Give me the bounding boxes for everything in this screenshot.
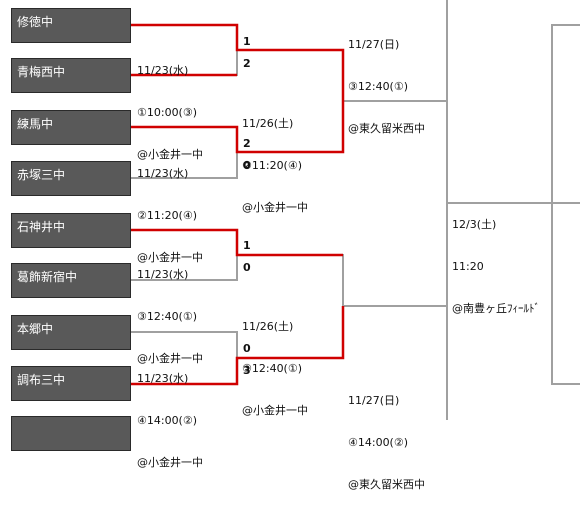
score: 2 <box>243 57 251 70</box>
game-info: 11/23(水) ③12:40(①) @小金井一中 <box>137 240 203 380</box>
score: 1 <box>243 35 251 48</box>
score: 0 <box>243 159 251 172</box>
team-box[interactable]: 赤塚三中 <box>11 161 131 196</box>
game-slot: ③12:40(①) <box>348 80 409 93</box>
game-venue: @小金井一中 <box>137 352 203 365</box>
game-info: 11/23(水) ①10:00(③) @小金井一中 <box>137 36 203 176</box>
game-slot: ④14:00(②) <box>348 436 409 449</box>
game-info: 11/27(日) ④14:00(②) @東久留米西中 <box>348 366 425 506</box>
game-venue: @東久留米西中 <box>348 122 425 135</box>
game-slot: ③12:40(①) <box>242 362 303 375</box>
game-info: 12/3(土) 11:20 @南豊ヶ丘ﾌｨｰﾙﾄﾞ <box>452 190 540 330</box>
game-date: 11/23(水) <box>137 268 189 281</box>
game-info: 11/26(土) ②11:20(④) @小金井一中 <box>242 89 308 229</box>
game-slot: ②11:20(④) <box>242 159 303 172</box>
game-date: 11/27(日) <box>348 38 400 51</box>
game-slot: 11:20 <box>452 260 484 273</box>
game-slot: ④14:00(②) <box>137 414 198 427</box>
score: 0 <box>243 261 251 274</box>
game-info: 11/27(日) ③12:40(①) @東久留米西中 <box>348 10 425 150</box>
game-venue: @小金井一中 <box>137 148 203 161</box>
score: 2 <box>243 137 251 150</box>
winner-line <box>131 228 343 257</box>
winner-line <box>131 306 345 386</box>
game-date: 11/27(日) <box>348 394 400 407</box>
winner-line <box>131 101 345 154</box>
score: 0 <box>243 342 251 355</box>
winner-line <box>131 23 345 101</box>
game-info: 11/23(水) ②11:20(④) @小金井一中 <box>137 139 203 279</box>
team-box[interactable]: 修徳中 <box>11 8 131 43</box>
game-venue: @南豊ヶ丘ﾌｨｰﾙﾄﾞ <box>452 302 540 315</box>
game-date: 11/23(水) <box>137 167 189 180</box>
bracket-lines <box>131 0 580 420</box>
game-venue: @小金井一中 <box>242 201 308 214</box>
team-box[interactable]: 石神井中 <box>11 213 131 248</box>
game-date: 11/26(土) <box>242 117 294 130</box>
bracket-line <box>447 24 580 204</box>
game-date: 12/3(土) <box>452 218 497 231</box>
game-info: 11/26(土) ③12:40(①) @小金井一中 <box>242 292 308 432</box>
game-info: 11/23(水) ④14:00(②) @小金井一中 <box>137 344 203 484</box>
game-venue: @小金井一中 <box>137 456 203 469</box>
team-box[interactable]: 葛飾新宿中 <box>11 263 131 298</box>
game-venue: @小金井一中 <box>137 251 203 264</box>
game-date: 11/23(水) <box>137 64 189 77</box>
team-box[interactable] <box>11 416 131 451</box>
team-box[interactable]: 調布三中 <box>11 366 131 401</box>
game-date: 11/23(水) <box>137 372 189 385</box>
game-venue: @小金井一中 <box>242 404 308 417</box>
score: 1 <box>243 239 251 252</box>
bracket-line <box>551 203 580 385</box>
game-slot: ②11:20(④) <box>137 209 198 222</box>
team-box[interactable]: 練馬中 <box>11 110 131 145</box>
game-slot: ①10:00(③) <box>137 106 198 119</box>
game-slot: ③12:40(①) <box>137 310 198 323</box>
score: 3 <box>243 364 251 377</box>
team-box[interactable]: 本郷中 <box>11 315 131 350</box>
team-box[interactable]: 青梅西中 <box>11 58 131 93</box>
game-venue: @東久留米西中 <box>348 478 425 491</box>
game-date: 11/26(土) <box>242 320 294 333</box>
